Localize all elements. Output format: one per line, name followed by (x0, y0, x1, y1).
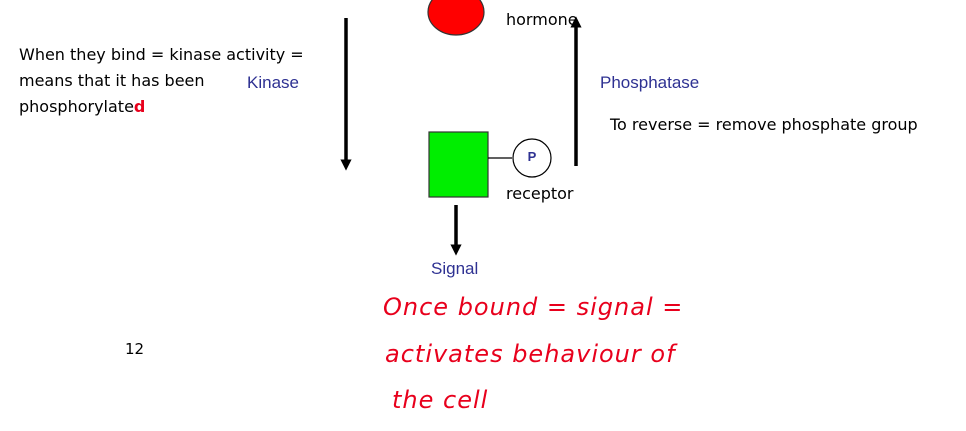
note-line-3: phosphorylated (19, 94, 145, 120)
note-line-1: When they bind = kinase activity = (19, 45, 304, 64)
handwritten-line-1: Once bound = signal = (383, 293, 684, 321)
reverse-note: To reverse = remove phosphate group (610, 115, 918, 134)
receptor-label: receptor (506, 184, 574, 203)
hormone-shape (427, 0, 485, 36)
note-line-2: means that it has been (19, 71, 205, 90)
page-number: 12 (125, 340, 145, 358)
phosphate-circle (512, 138, 552, 178)
signal-label: Signal (431, 259, 479, 278)
kinase-label: Kinase (247, 73, 299, 92)
hormone-label: hormone (506, 10, 578, 29)
handwritten-line-2: activates behaviour of (385, 340, 676, 368)
phosphatase-label: Phosphatase (600, 73, 700, 92)
phosphate-label: P (527, 149, 537, 164)
note-line-3-typed: phosphorylate (19, 97, 134, 116)
handwritten-line-3: the cell (392, 386, 489, 414)
note-line-3-handwritten: d (133, 97, 146, 116)
receptor-shape (428, 131, 489, 198)
